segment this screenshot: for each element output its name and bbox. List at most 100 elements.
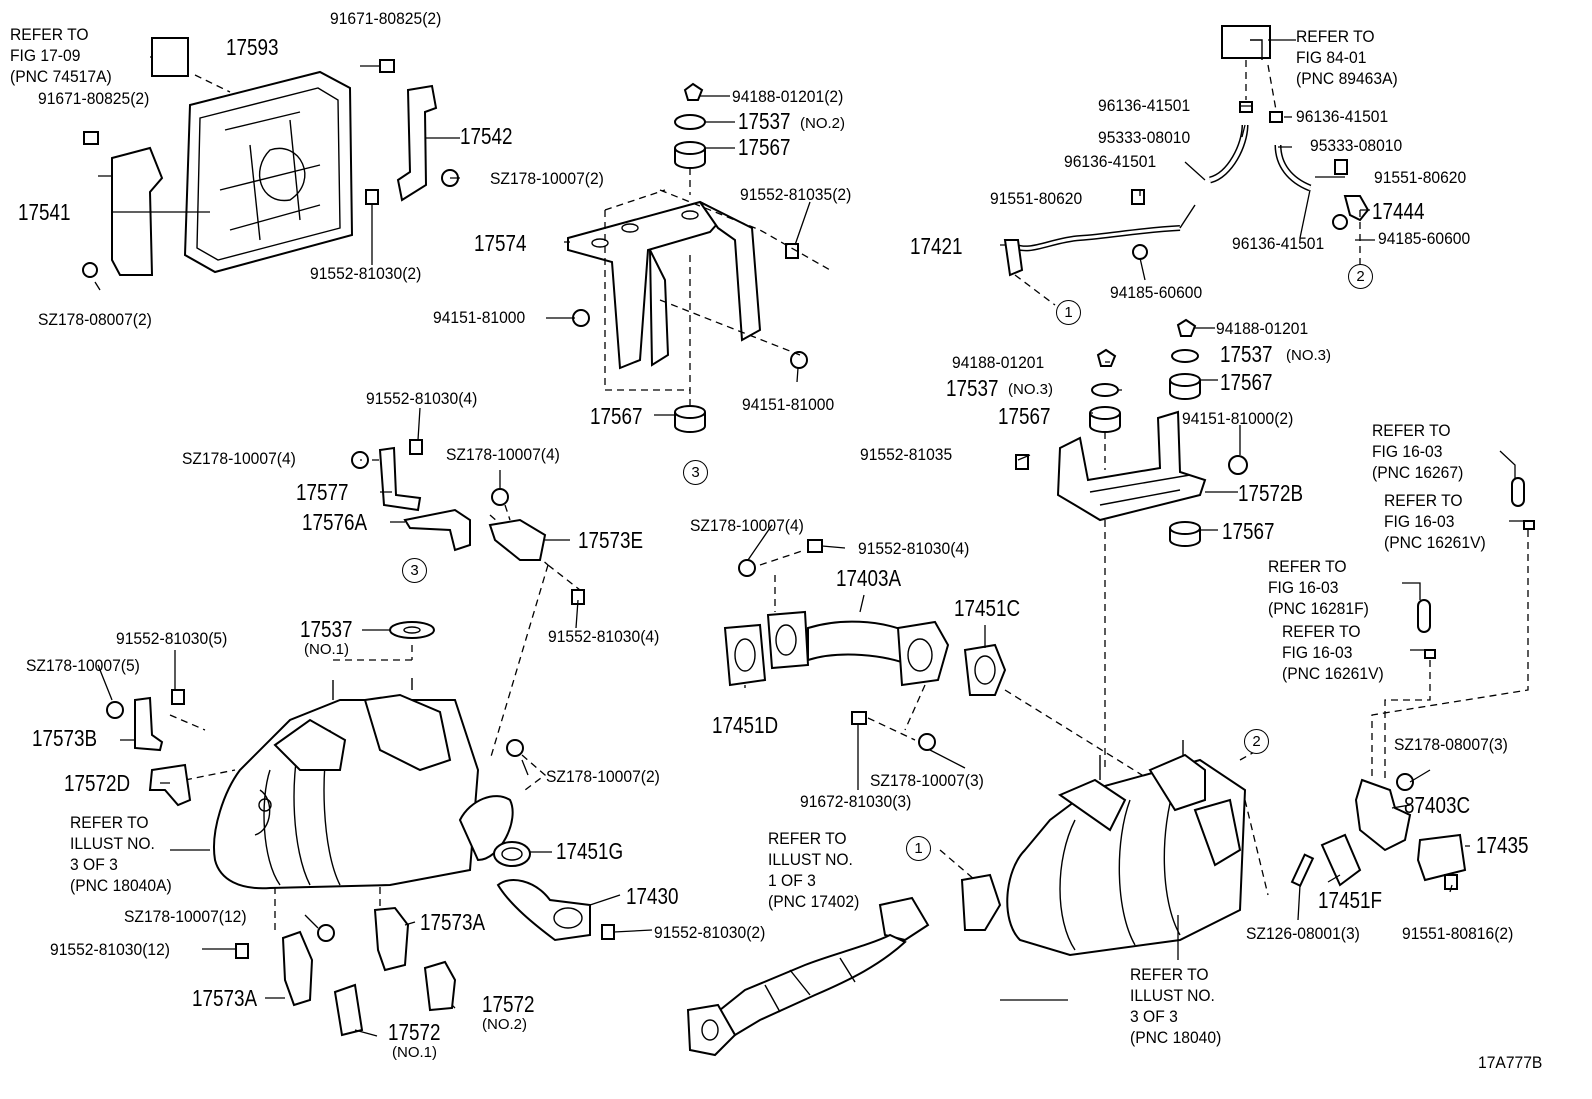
marker-1-top: 1 (1056, 300, 1081, 325)
callout-sz178-10007-3: SZ178-10007(3) (870, 771, 984, 790)
callout-91552-81030-12: 91552-81030(12) (50, 940, 171, 959)
callout-96136-41501-b: 96136-41501 (1296, 107, 1389, 126)
exhaust-front-pipe (686, 896, 930, 1057)
flange-front (960, 873, 1002, 931)
callout-94151-81000-b: 94151-81000 (742, 395, 835, 414)
bracket-17542 (396, 84, 438, 202)
sensor-module (1221, 25, 1271, 59)
gasket-17451C (963, 643, 1007, 696)
callout-17421: 17421 (910, 233, 963, 259)
callout-17572B: 17572B (1238, 480, 1304, 506)
callout-96136-41501-a: 96136-41501 (1098, 96, 1191, 115)
refer-fig-16-03-d: REFER TO FIG 16-03 (PNC 16261V) (1282, 622, 1384, 683)
callout-17573A-b: 17573A (192, 985, 258, 1011)
callout-sz178-10007-5: SZ178-10007(5) (26, 656, 140, 675)
callout-17577: 17577 (296, 479, 349, 505)
callout-91552-81030-2-b: 91552-81030(2) (654, 923, 766, 942)
callout-sz178-10007-4-b: SZ178-10007(4) (446, 445, 560, 464)
bracket-17572-no2 (423, 960, 457, 1012)
callout-17537-c-note: (NO.3) (1008, 381, 1053, 398)
bracket-87403C (1354, 778, 1412, 852)
callout-17444: 17444 (1372, 198, 1425, 224)
callout-91551-80620-a: 91551-80620 (990, 189, 1083, 208)
callout-94151-81000-2: 94151-81000(2) (1182, 409, 1294, 428)
callout-17451F: 17451F (1318, 887, 1382, 913)
callout-17403A: 17403A (836, 565, 902, 591)
diagram-code: 17A777B (1478, 1053, 1543, 1072)
gasket-17451D (723, 623, 767, 687)
callout-17567-e: 17567 (1222, 518, 1275, 544)
callout-sz178-10007-4-c: SZ178-10007(4) (690, 516, 804, 535)
callout-17451C: 17451C (954, 595, 1021, 621)
callout-91551-80816-2: 91551-80816(2) (1402, 924, 1514, 943)
callout-17567-c: 17567 (1220, 369, 1273, 395)
marker-3-bottom: 3 (402, 558, 427, 583)
callout-91552-81030-4-a: 91552-81030(4) (366, 389, 478, 408)
callout-17451D: 17451D (712, 712, 779, 738)
callout-91671-b: 91671-80825(2) (38, 89, 150, 108)
callout-17573E: 17573E (578, 527, 644, 553)
callout-17537-d: 17537 (300, 616, 353, 642)
callout-95333-08010-b: 95333-08010 (1310, 136, 1403, 155)
callout-94151-81000-a: 94151-81000 (433, 308, 526, 327)
callout-17537-a-note: (NO.2) (800, 115, 845, 132)
refer-illust-3-of-3-a: REFER TO ILLUST NO. 3 OF 3 (PNC 18040A) (70, 813, 172, 895)
callout-17572D: 17572D (64, 770, 131, 796)
callout-17567-d: 17567 (998, 403, 1051, 429)
callout-17537-a: 17537 (738, 108, 791, 134)
callout-sz178-08007-2: SZ178-08007(2) (38, 310, 152, 329)
callout-91551-80620-b: 91551-80620 (1374, 168, 1467, 187)
callout-94188-01201-b: 94188-01201 (1216, 319, 1309, 338)
callout-sz178-10007-4-a: SZ178-10007(4) (182, 449, 296, 468)
callout-17567-a: 17567 (738, 134, 791, 160)
callout-sz178-10007-2: SZ178-10007(2) (490, 169, 604, 188)
callout-17451G: 17451G (556, 838, 624, 864)
converter-assembly-left (213, 678, 514, 890)
refer-fig-17-09: REFER TO FIG 17-09 (PNC 74517A) (10, 25, 112, 86)
bracket-17577 (378, 446, 422, 512)
callout-17572-no2: 17572 (482, 991, 535, 1017)
bracket-17573A-lower (281, 930, 314, 1007)
bracket-17572B (1056, 410, 1207, 522)
bracket-17576A (403, 508, 471, 552)
marker-2-top: 2 (1348, 264, 1373, 289)
callout-sz178-10007-12: SZ178-10007(12) (124, 907, 247, 926)
callout-91552-81030-4-b: 91552-81030(4) (548, 627, 660, 646)
callout-91552-81035: 91552-81035 (860, 445, 953, 464)
front-pipe-17403A (766, 610, 950, 687)
callout-17542: 17542 (460, 123, 513, 149)
marker-1-bottom: 1 (906, 836, 931, 861)
bracket-17573E (488, 518, 547, 561)
converter-assembly-right (1006, 740, 1247, 957)
callout-17430: 17430 (626, 883, 679, 909)
callout-17574: 17574 (474, 230, 527, 256)
callout-94185-60600-a: 94185-60600 (1378, 229, 1471, 248)
callout-17576A: 17576A (302, 509, 368, 535)
bracket-17573B (134, 696, 164, 752)
callout-17537-b: 17537 (1220, 341, 1273, 367)
callout-17573A-a: 17573A (420, 909, 486, 935)
callout-95333-08010-a: 95333-08010 (1098, 128, 1191, 147)
callout-17567-b: 17567 (590, 403, 643, 429)
heat-insulator-17593 (183, 70, 354, 274)
callout-17572-no1: 17572 (388, 1019, 441, 1045)
refer-fig-16-03-b: REFER TO FIG 16-03 (PNC 16261V) (1384, 491, 1486, 552)
refer-fig-84-01: REFER TO FIG 84-01 (PNC 89463A) (1296, 27, 1398, 88)
callout-17435: 17435 (1476, 832, 1529, 858)
callout-91671-a: 91671-80825(2) (330, 9, 442, 28)
callout-96136-41501-c: 96136-41501 (1064, 152, 1157, 171)
callout-94188-01201-c: 94188-01201 (952, 353, 1045, 372)
callout-sz178-10007-2-b: SZ178-10007(2) (546, 767, 660, 786)
callout-sz178-08007-3: SZ178-08007(3) (1394, 735, 1508, 754)
callout-sz126-08001-3: SZ126-08001(3) (1246, 924, 1360, 943)
callout-17537-c: 17537 (946, 375, 999, 401)
refer-illust-3-of-3-b: REFER TO ILLUST NO. 3 OF 3 (PNC 18040) (1130, 965, 1222, 1047)
callout-87403C: 87403C (1404, 792, 1471, 818)
callout-91552-81035-2: 91552-81035(2) (740, 185, 852, 204)
callout-17572-no2-note: (NO.2) (482, 1016, 527, 1033)
refer-illust-1-of-3: REFER TO ILLUST NO. 1 OF 3 (PNC 17402) (768, 829, 860, 911)
label-sticker (151, 37, 189, 77)
callout-96136-41501-d: 96136-41501 (1232, 234, 1325, 253)
